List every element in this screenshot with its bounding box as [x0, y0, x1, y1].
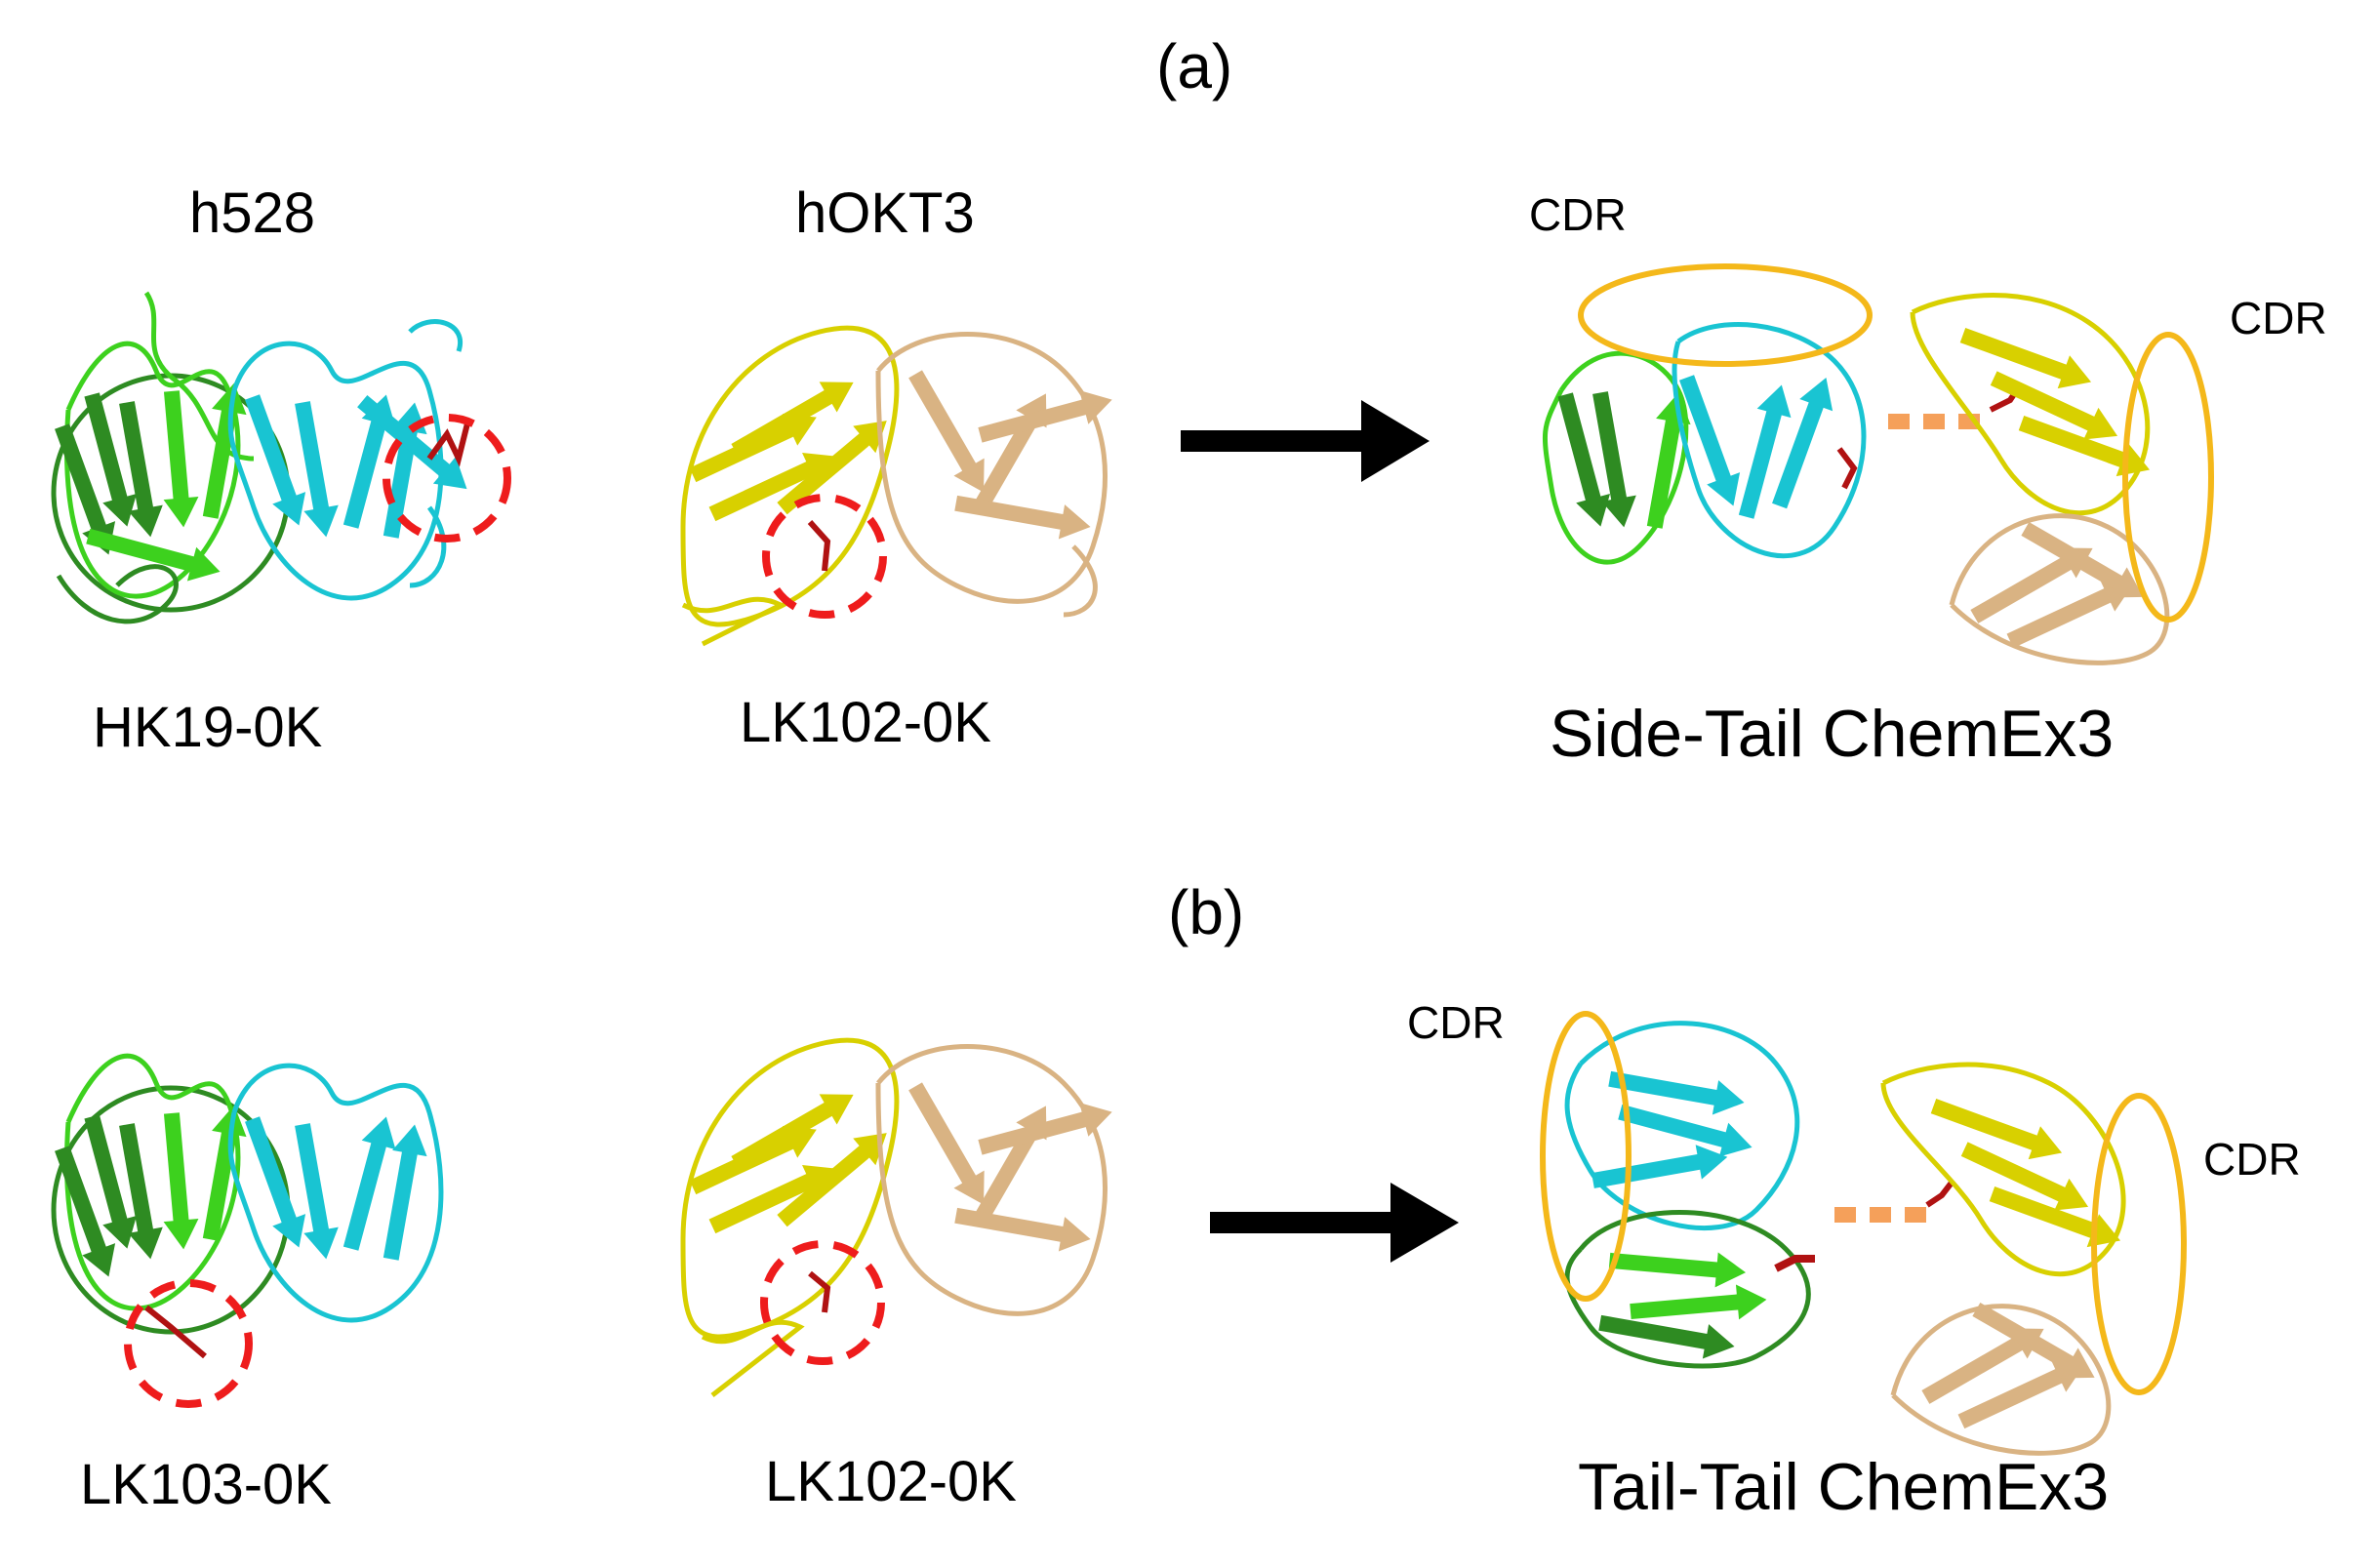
- lk102-construct-label-b: LK102-0K: [765, 1450, 1017, 1513]
- tail-tail-cyan-domain: [1564, 1021, 1800, 1231]
- hokt3-vl-domain: [680, 325, 900, 647]
- right-arrow-icon: [1181, 400, 1430, 482]
- hk19-construct-label: HK19-0K: [93, 696, 323, 759]
- side-tail-complex: [1543, 293, 2170, 665]
- side-tail-green-domain: [1543, 350, 1696, 565]
- hokt3-structure-b: [680, 1037, 1117, 1397]
- tail-tail-result-label: Tail-Tail ChemEx3: [1578, 1450, 2110, 1524]
- cdr-label-a-right: CDR: [2230, 293, 2327, 343]
- h528-label: h528: [189, 181, 316, 245]
- tail-tail-tan-domain: [1890, 1294, 2112, 1456]
- hokt3-label: hOKT3: [795, 181, 975, 245]
- panel-a-tag: (a): [1156, 31, 1233, 101]
- side-tail-cyan-domain: [1670, 322, 1867, 559]
- mutation-site-marker-a1: [383, 414, 511, 543]
- cdr-label-b-left: CDR: [1407, 997, 1505, 1048]
- mutation-site-marker-b2: [760, 1240, 885, 1365]
- hokt3-structure-a: [680, 325, 1117, 647]
- mutation-site-marker-a2: [762, 494, 887, 619]
- cdr-label-b-right: CDR: [2203, 1134, 2301, 1185]
- cdr-ellipse-a-top: [1578, 263, 1873, 367]
- lk103-vl-domain: [227, 1063, 444, 1323]
- side-tail-result-label: Side-Tail ChemEx3: [1550, 697, 2115, 771]
- cdr-ellipse-b-right: [2091, 1093, 2187, 1395]
- cdr-ellipse-a-right: [2122, 332, 2214, 623]
- side-tail-tan-domain: [1949, 513, 2170, 665]
- h528-vh-domain: [45, 291, 291, 624]
- lk103-construct-label: LK103-0K: [80, 1453, 332, 1516]
- mutation-site-marker-b1: [124, 1279, 253, 1408]
- tail-tail-yellow-domain: [1880, 1062, 2127, 1277]
- h528-vl-domain: [227, 319, 479, 601]
- side-tail-yellow-domain: [1910, 293, 2156, 516]
- cdr-ellipse-b-left: [1540, 1011, 1632, 1302]
- hokt3-vh-domain: [875, 332, 1117, 618]
- tail-tail-complex: [1564, 1021, 2127, 1456]
- h528-structure: [45, 291, 479, 624]
- cdr-label-a-top: CDR: [1529, 189, 1627, 240]
- tail-tail-green-domain: [1564, 1210, 1811, 1369]
- lk103-structure: [45, 1053, 444, 1359]
- right-arrow-icon-b: [1210, 1183, 1459, 1263]
- panel-b-tag: (b): [1168, 877, 1245, 947]
- lk102-construct-label-a: LK102-0K: [740, 691, 991, 754]
